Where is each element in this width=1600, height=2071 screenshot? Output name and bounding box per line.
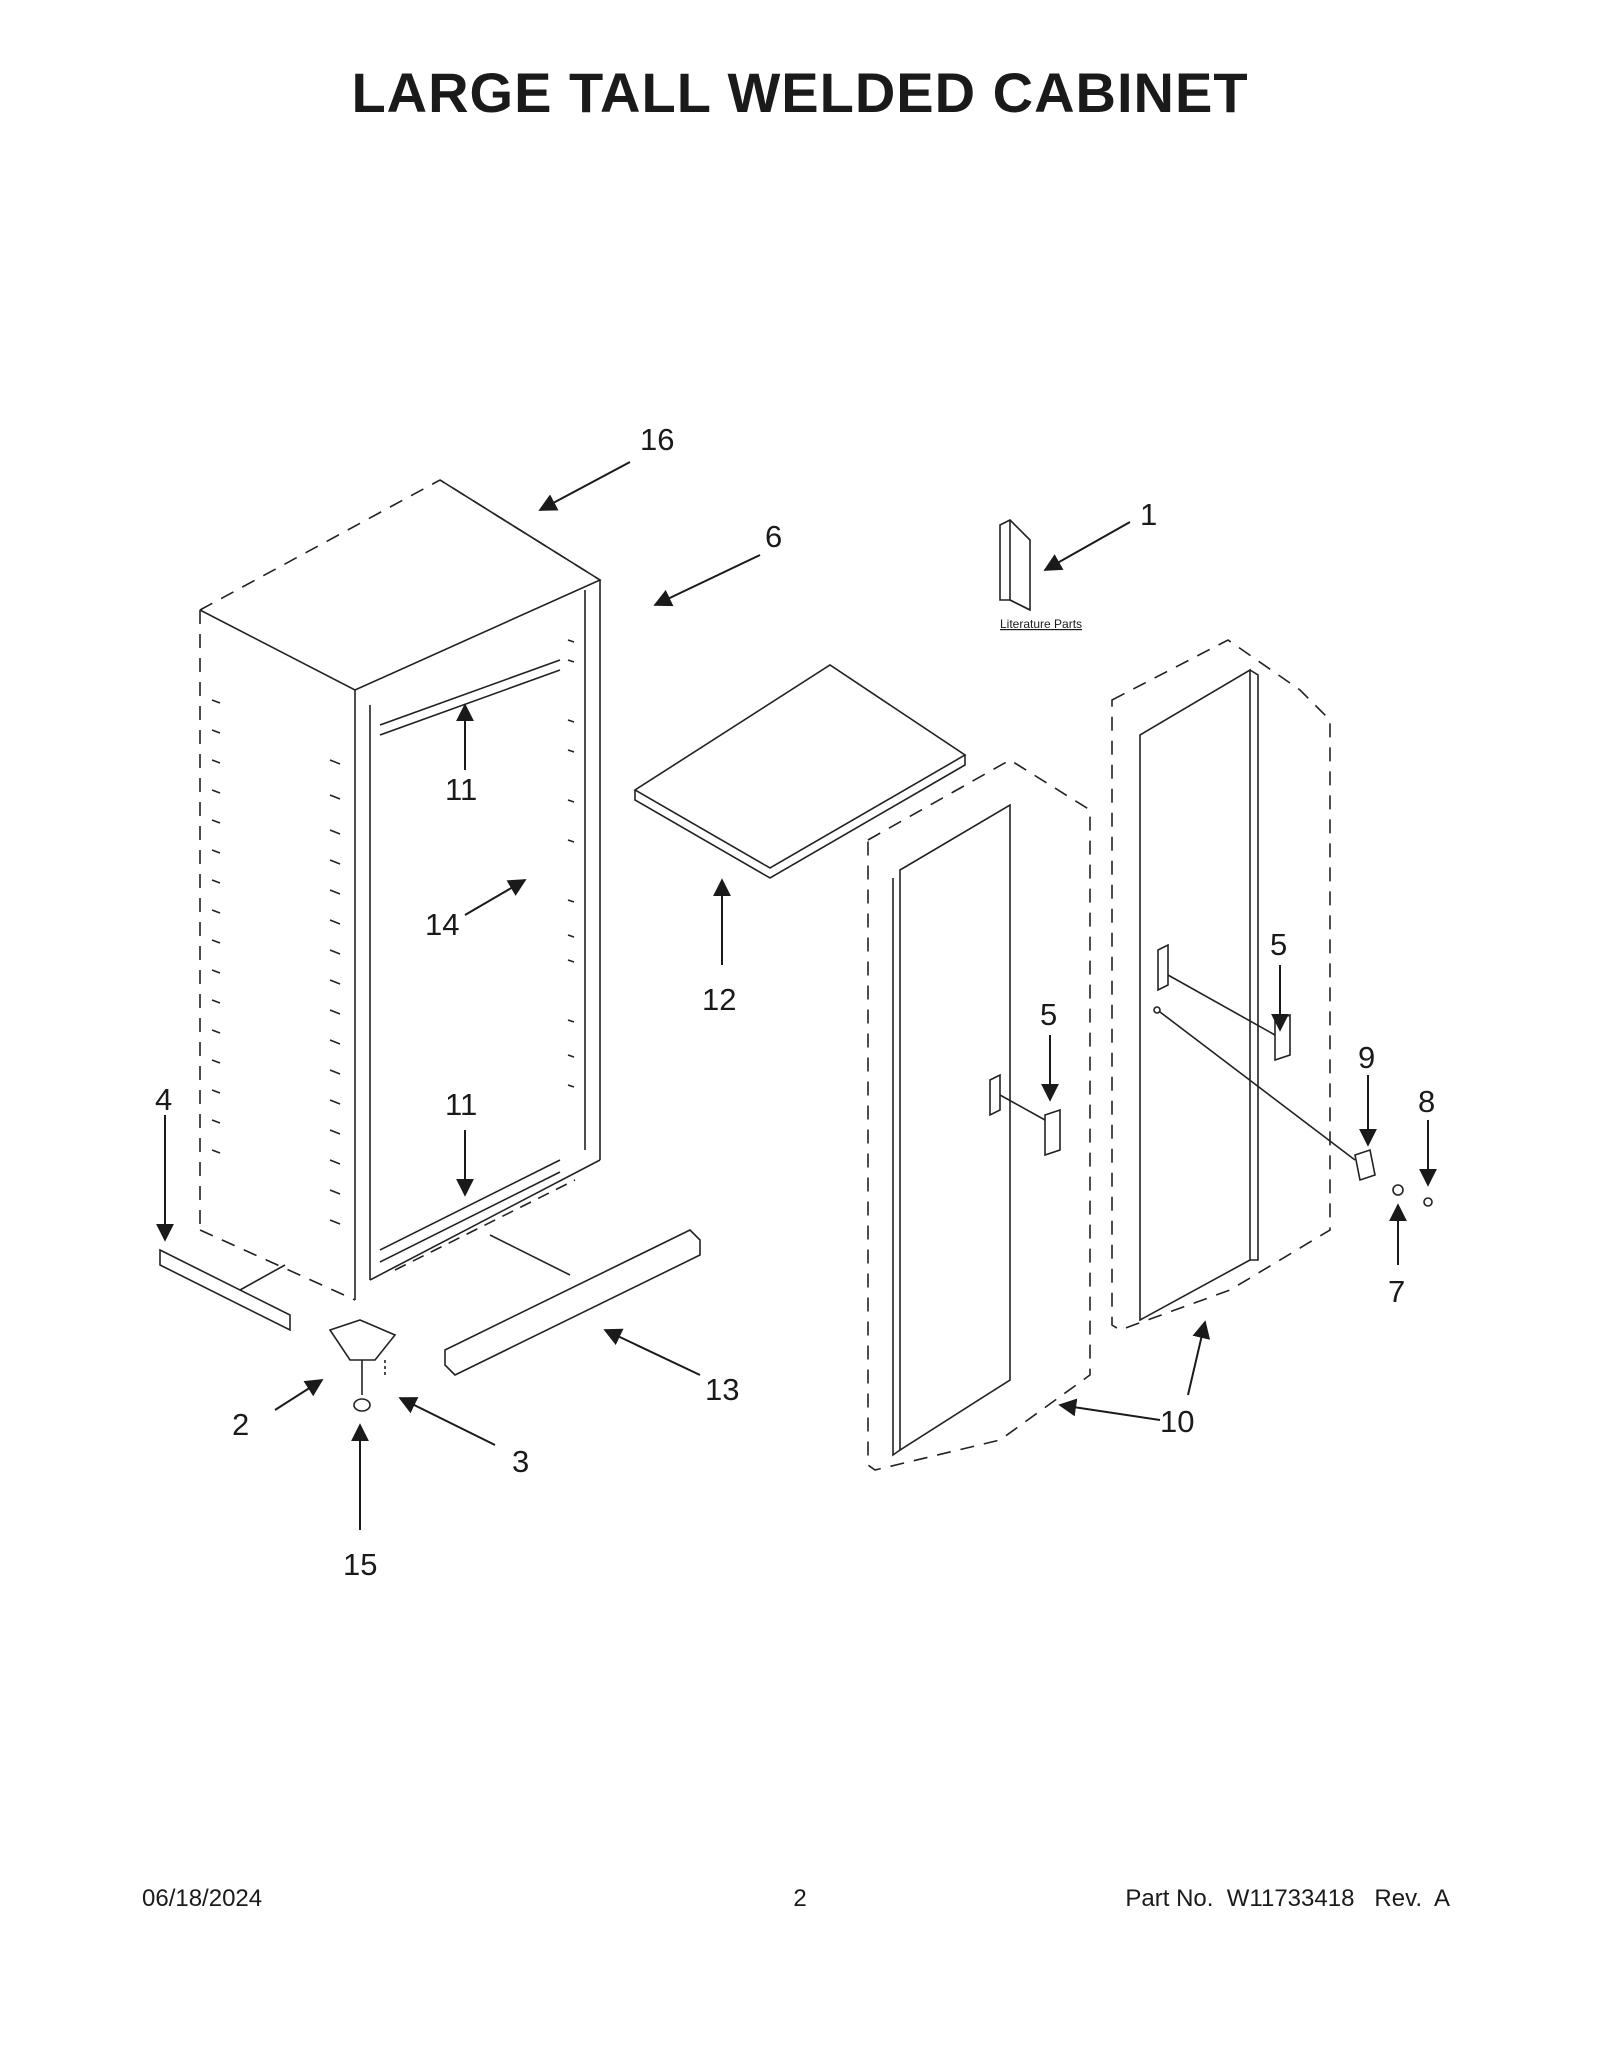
footer-part-number: Part No. W11733418 Rev. A [1125, 1885, 1450, 1912]
leg-assembly [328, 1319, 397, 1412]
callout-12: 12 [702, 982, 736, 1017]
callout-3: 3 [512, 1444, 529, 1479]
kick-plate-part-13 [444, 1229, 701, 1376]
literature-parts-label: Literature Parts [1000, 617, 1082, 631]
base-brace-part-4 [159, 1248, 291, 1332]
right-door [1111, 639, 1433, 1331]
callout-7: 7 [1388, 1274, 1405, 1309]
callout-numbers: 1 2 3 4 5 5 6 7 8 9 10 11 11 12 13 14 15… [155, 422, 1435, 1582]
callout-5-left-door: 5 [1040, 997, 1057, 1032]
callout-2: 2 [232, 1407, 249, 1442]
literature-parts-box [999, 519, 1031, 612]
footer-page-number: 2 [793, 1885, 807, 1912]
footer-date: 06/18/2024 [142, 1885, 263, 1912]
callout-5-right-door: 5 [1270, 927, 1287, 962]
callout-8: 8 [1418, 1084, 1435, 1119]
callout-6: 6 [765, 519, 782, 554]
callout-11-top: 11 [445, 772, 477, 807]
left-door [867, 759, 1091, 1471]
callout-9: 9 [1358, 1040, 1375, 1075]
callout-1: 1 [1140, 497, 1157, 532]
callout-11-bottom: 11 [445, 1087, 477, 1122]
cabinet-slots [211, 639, 575, 1225]
shelf-part-12 [633, 664, 967, 879]
page-title: LARGE TALL WELDED CABINET [351, 61, 1249, 124]
callout-16: 16 [640, 422, 674, 457]
cabinet-body [199, 479, 602, 1301]
callout-4: 4 [155, 1082, 172, 1117]
callout-14: 14 [425, 907, 459, 942]
callout-arrows [156, 461, 1437, 1530]
callout-10: 10 [1160, 1404, 1194, 1439]
callout-13: 13 [705, 1372, 739, 1407]
callout-15: 15 [343, 1547, 377, 1582]
